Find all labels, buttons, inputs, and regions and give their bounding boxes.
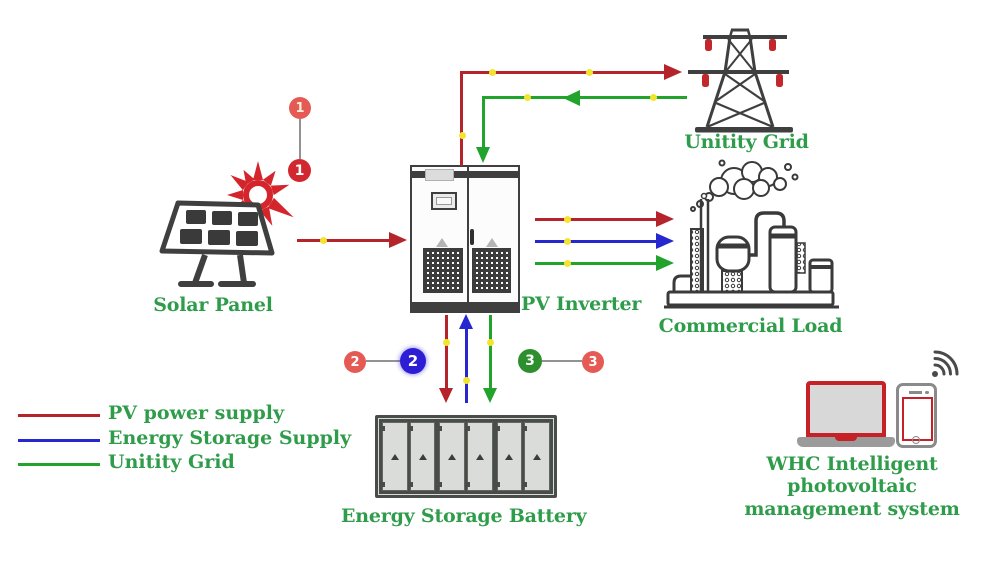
battery-door (381, 422, 408, 491)
laptop-notch (835, 437, 857, 441)
label-management-line2: management system (744, 497, 960, 520)
arrowhead-left (563, 90, 580, 106)
pv-inverter-icon (410, 165, 520, 313)
label-pv-inverter: PV Inverter (521, 293, 642, 315)
battery-door (438, 422, 465, 491)
flow-line-solar-to-inverter (297, 239, 391, 242)
flow-dot (564, 238, 571, 245)
flow-dot (487, 339, 494, 346)
inverter-display (431, 192, 457, 210)
legend-line-blue (18, 439, 100, 442)
laptop-icon (806, 381, 886, 437)
battery-door (408, 422, 436, 491)
battery-section (438, 422, 493, 491)
marker-1-bottom: 1 (288, 159, 311, 182)
flow-dot (586, 69, 593, 76)
marker-connector (542, 360, 582, 362)
phone-icon (896, 383, 937, 448)
arrowhead-up (459, 314, 473, 329)
transmission-tower-icon (688, 28, 793, 133)
flow-line-battery-red (445, 315, 448, 389)
flow-line-battery-green (489, 315, 492, 389)
flow-dot (564, 216, 571, 223)
inverter-vent-arrow-right (486, 238, 498, 247)
label-management-line1: WHC Intelligent photovoltaic (766, 453, 938, 498)
inverter-grille-left (423, 248, 463, 293)
phone-home-button (912, 435, 920, 444)
arrowhead-right (389, 232, 407, 248)
legend-label: PV power supply (108, 402, 285, 424)
inverter-grille-right (472, 248, 511, 293)
laptop-base (797, 437, 895, 447)
flow-line-load-blue (535, 240, 658, 243)
label-commercial-load: Commercial Load (658, 315, 843, 337)
battery-section (381, 422, 436, 491)
flow-dot (564, 260, 571, 267)
inverter-top-label-plate (425, 169, 454, 181)
smoke-icon (690, 159, 799, 212)
legend-label: Energy Storage Supply (108, 427, 352, 449)
inverter-vent-arrow-left (436, 238, 448, 247)
phone-screen (902, 397, 933, 441)
battery-door (466, 422, 493, 491)
flow-dot (524, 94, 531, 101)
flow-line-load-green (535, 262, 658, 265)
label-management-system: WHC Intelligent photovoltaic management … (708, 453, 996, 520)
flow-dot (489, 69, 496, 76)
battery-door (523, 422, 550, 491)
flow-dot (459, 132, 466, 139)
flow-line-inverter-up (460, 71, 463, 166)
flow-line-from-grid (482, 96, 687, 99)
inverter-base (411, 302, 519, 311)
legend-line-red (18, 414, 100, 417)
marker-3-right: 3 (582, 351, 604, 373)
phone-camera (925, 390, 929, 394)
inverter-door-divider (467, 167, 469, 311)
flow-dot (320, 237, 327, 244)
flow-dot (463, 377, 470, 384)
arrowhead-down (439, 388, 453, 403)
arrowhead-down (483, 388, 497, 403)
flow-dot (443, 339, 450, 346)
label-unity-grid: Unitity Grid (684, 131, 809, 153)
arrowhead-down (476, 147, 490, 163)
flow-line-load-red (535, 218, 658, 221)
marker-1-top: 1 (289, 97, 311, 119)
battery-door (495, 422, 523, 491)
legend-line-green (18, 463, 100, 466)
arrowhead-right (656, 211, 674, 227)
battery-container-icon (375, 415, 557, 498)
sun-icon (227, 161, 294, 226)
arrowhead-right (656, 233, 674, 249)
marker-3-green: 3 (518, 349, 542, 373)
legend-label: Unitity Grid (108, 451, 235, 473)
marker-2-blue: 2 (400, 348, 426, 374)
solar-panel-icon (159, 200, 275, 287)
marker-connector (366, 360, 400, 362)
flow-line-battery-blue (465, 328, 468, 403)
phone-speaker (909, 391, 922, 394)
wifi-icon (932, 350, 959, 377)
arrowhead-right (656, 255, 674, 271)
label-solar-panel: Solar Panel (153, 294, 273, 316)
marker-2-left: 2 (344, 351, 366, 373)
inverter-door-handle (470, 229, 474, 245)
flow-line-to-grid (460, 71, 666, 74)
arrowhead-right (664, 64, 682, 80)
flow-dot (650, 94, 657, 101)
label-energy-storage-battery: Energy Storage Battery (341, 505, 587, 527)
marker-connector (299, 119, 301, 159)
flow-line-grid-down (482, 96, 485, 148)
factory-icon (664, 159, 839, 309)
battery-section (495, 422, 550, 491)
inverter-top-strip (412, 171, 518, 178)
